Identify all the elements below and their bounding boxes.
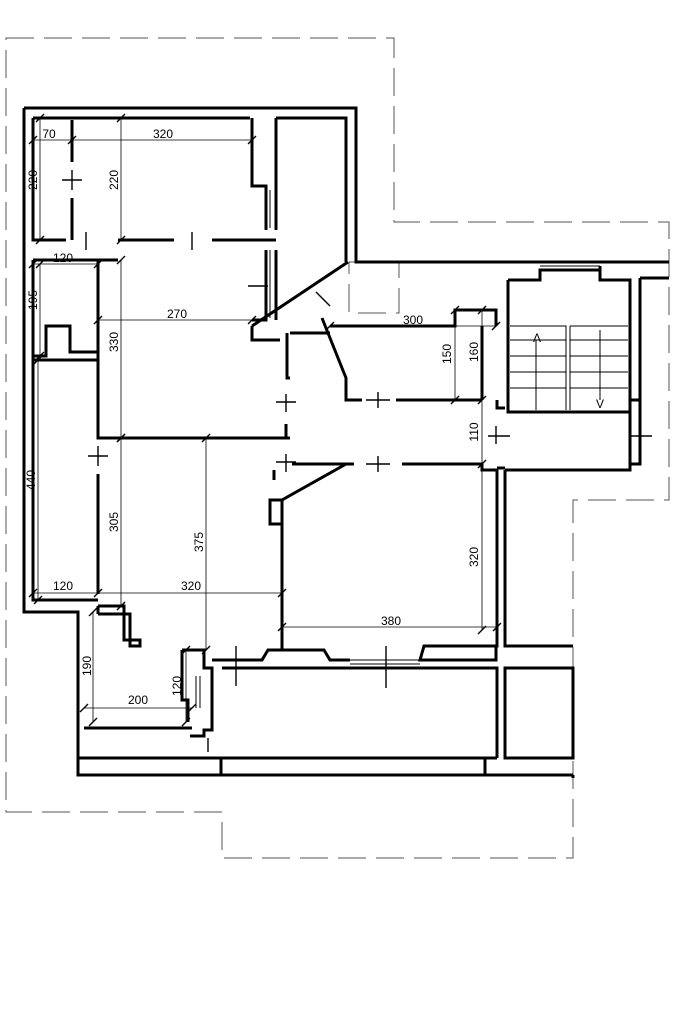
dim-320-lower: 320 — [181, 579, 201, 593]
dim-120-small: 120 — [170, 676, 184, 696]
landing-dashed-area — [348, 261, 400, 314]
staircase — [510, 325, 628, 410]
interior-walls — [31, 116, 669, 760]
dim-220-mid: 220 — [107, 170, 121, 190]
stair-down-arrow: V — [596, 397, 604, 411]
dim-380: 380 — [381, 614, 401, 628]
outer-walls — [22, 106, 669, 778]
dim-330: 330 — [107, 332, 121, 352]
dim-70: 70 — [42, 127, 56, 141]
dimension-ticks — [28, 113, 502, 727]
dim-150: 150 — [440, 344, 454, 364]
property-boundary-dashed — [5, 37, 670, 859]
dim-120-upper: 120 — [53, 251, 73, 265]
dim-320-right: 320 — [467, 547, 481, 567]
dim-120-lower: 120 — [53, 579, 73, 593]
dim-200: 200 — [128, 693, 148, 707]
dim-320-top: 320 — [153, 127, 173, 141]
door-markers — [62, 170, 652, 752]
dim-305: 305 — [107, 512, 121, 532]
dim-440: 440 — [24, 470, 38, 490]
dim-270: 270 — [167, 307, 187, 321]
stair-up-arrow: Λ — [533, 331, 541, 345]
dimension-labels: 70 320 220 220 120 195 270 330 440 305 3… — [24, 127, 481, 707]
dimension-lines — [33, 118, 497, 722]
windows — [195, 190, 600, 708]
dim-110: 110 — [467, 422, 481, 441]
dim-375: 375 — [192, 532, 206, 552]
dim-160: 160 — [467, 342, 481, 362]
dim-300: 300 — [403, 313, 423, 327]
dim-220-left: 220 — [26, 170, 40, 190]
dim-195: 195 — [26, 290, 40, 310]
dim-190: 190 — [80, 656, 94, 676]
